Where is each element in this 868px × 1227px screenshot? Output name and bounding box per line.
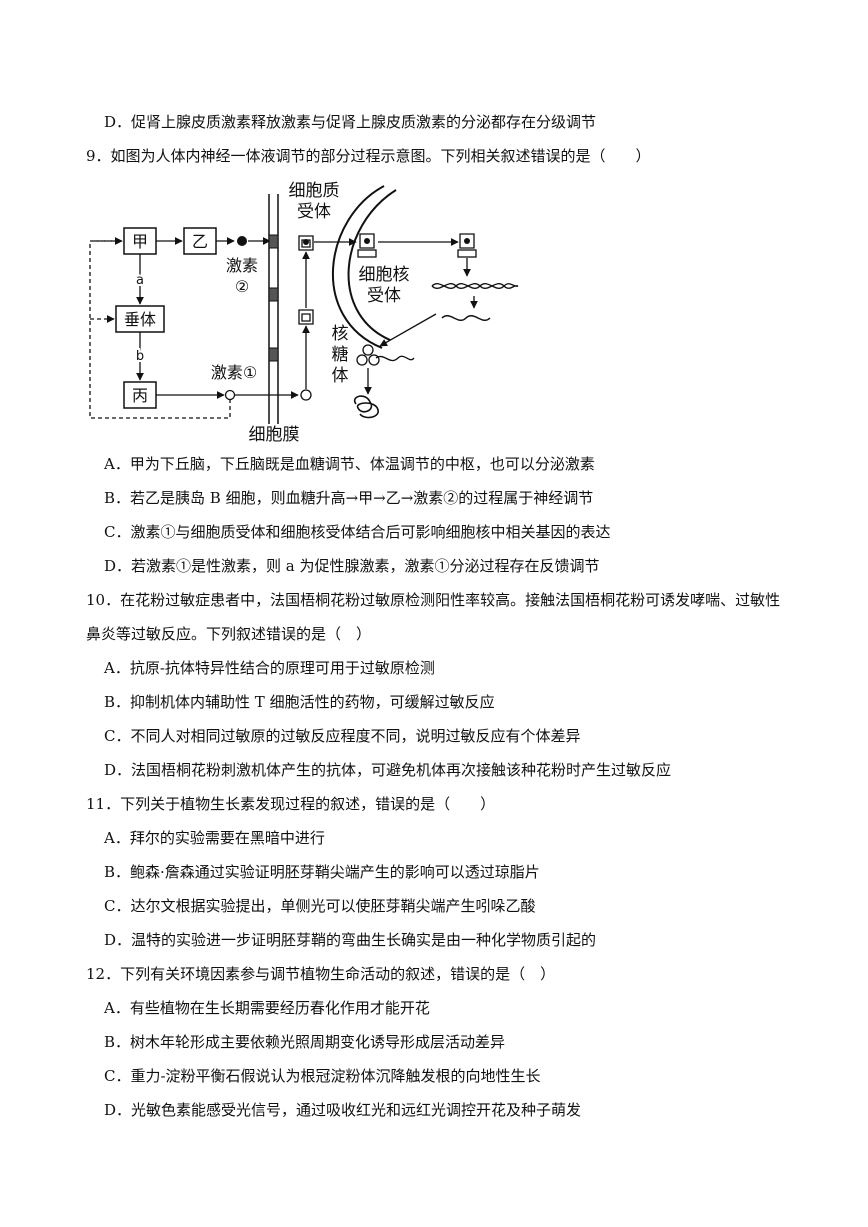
q8-option-d: D．促肾上腺皮质激素释放激素与促肾上腺皮质激素的分泌都存在分级调节: [104, 113, 597, 131]
neuro-humoral-diagram: 甲 乙 垂体 丙 a b 激素 ② 激素① 细胞膜 细胞质 受体 细胞核 受体: [89, 181, 519, 443]
box-bing-label: 丙: [132, 386, 148, 405]
q9-option-b[interactable]: B．若乙是胰岛 B 细胞，则血糖升高→甲→乙→激素②的过程属于神经调节: [104, 489, 594, 507]
box-pituitary-label: 垂体: [124, 310, 156, 329]
q12-option-d[interactable]: D．光敏色素能感受光信号，通过吸收红光和远红光调控开花及种子萌发: [104, 1101, 582, 1119]
membrane-receptor: [268, 347, 279, 362]
q9-stem: 9．如图为人体内神经一体液调节的部分过程示意图。下列相关叙述错误的是（ ）: [86, 147, 651, 165]
q11-option-c[interactable]: C．达尔文根据实验提出，单侧光可以使胚芽鞘尖端产生吲哚乙酸: [104, 897, 536, 915]
hormone2-dot: [237, 236, 247, 246]
arrow-b-label: b: [136, 349, 144, 364]
q10-option-a[interactable]: A．抗原-抗体特异性结合的原理可用于过敏原检测: [104, 659, 435, 677]
membrane-receptor: [268, 234, 279, 249]
q11-option-a[interactable]: A．拜尔的实验需要在黑暗中进行: [104, 829, 325, 847]
hormone2-label-2: ②: [235, 277, 249, 296]
q11-option-b[interactable]: B．鲍森·詹森通过实验证明胚芽鞘尖端产生的影响可以透过琼脂片: [104, 863, 540, 881]
box-yi-label: 乙: [192, 232, 208, 251]
ribosome-label-2: 糖: [332, 345, 349, 365]
q12-stem: 12．下列有关环境因素参与调节植物生命活动的叙述，错误的是（ ）: [86, 965, 556, 983]
ribosome-label-1: 核: [332, 324, 349, 344]
mrna-icon: [441, 315, 491, 321]
q10-option-c[interactable]: C．不同人对相同过敏原的过敏反应程度不同，说明过敏反应有个体差异: [104, 727, 581, 745]
arrow-a-label: a: [136, 273, 144, 288]
membrane-receptor: [268, 287, 279, 302]
box-yi: [183, 227, 217, 255]
hormone2-label-1: 激素: [226, 256, 258, 275]
q12-option-a[interactable]: A．有些植物在生长期需要经历春化作用才能开花: [104, 999, 430, 1017]
q10-stem-line1: 10．在花粉过敏症患者中，法国梧桐花粉过敏原检测阳性率较高。接触法国梧桐花粉可诱…: [86, 591, 781, 609]
hormone1-label: 激素①: [211, 363, 257, 382]
box-jia-label: 甲: [132, 232, 148, 251]
q11-stem: 11．下列关于植物生长素发现过程的叙述，错误的是（ ）: [86, 795, 496, 813]
q10-option-b[interactable]: B．抑制机体内辅助性 T 细胞活性的药物，可缓解过敏反应: [104, 693, 495, 711]
q10-stem-line2: 鼻炎等过敏反应。下列叙述错误的是（ ）: [86, 625, 372, 643]
membrane-label: 细胞膜: [249, 425, 300, 443]
cytoplasm-receptor-icon: [298, 309, 314, 325]
q9-option-a[interactable]: A．甲为下丘脑，下丘脑既是血糖调节、体温调节的中枢，也可以分泌激素: [104, 455, 595, 473]
q9-option-c[interactable]: C．激素①与细胞质受体和细胞核受体结合后可影响细胞核中相关基因的表达: [104, 523, 611, 541]
q11-option-d[interactable]: D．温特的实验进一步证明胚芽鞘的弯曲生长确实是由一种化学物质引起的: [104, 931, 597, 949]
q12-option-b[interactable]: B．树木年轮形成主要依赖光照周期变化诱导形成层活动差异: [104, 1033, 506, 1051]
protein-icon: [353, 395, 379, 419]
ribosome-label-3: 体: [332, 366, 349, 386]
cytoplasm-receptor-label-2: 受体: [297, 202, 331, 222]
ribosome-icon: [362, 344, 374, 356]
nuclear-receptor-label-1: 细胞核: [359, 265, 410, 285]
q12-option-c[interactable]: C．重力-淀粉平衡石假说认为根冠淀粉体沉降触发根的向地性生长: [104, 1067, 541, 1085]
q10-option-d[interactable]: D．法国梧桐花粉刺激机体产生的抗体，可避免机体再次接触该种花粉时产生过敏反应: [104, 761, 672, 779]
hormone1-circle: [224, 389, 236, 401]
q9-option-d[interactable]: D．若激素①是性激素，则 a 为促性腺激素，激素①分泌过程存在反馈调节: [104, 557, 600, 575]
nuclear-receptor-label-2: 受体: [367, 286, 401, 306]
cytoplasm-receptor-label-1: 细胞质: [289, 181, 340, 201]
